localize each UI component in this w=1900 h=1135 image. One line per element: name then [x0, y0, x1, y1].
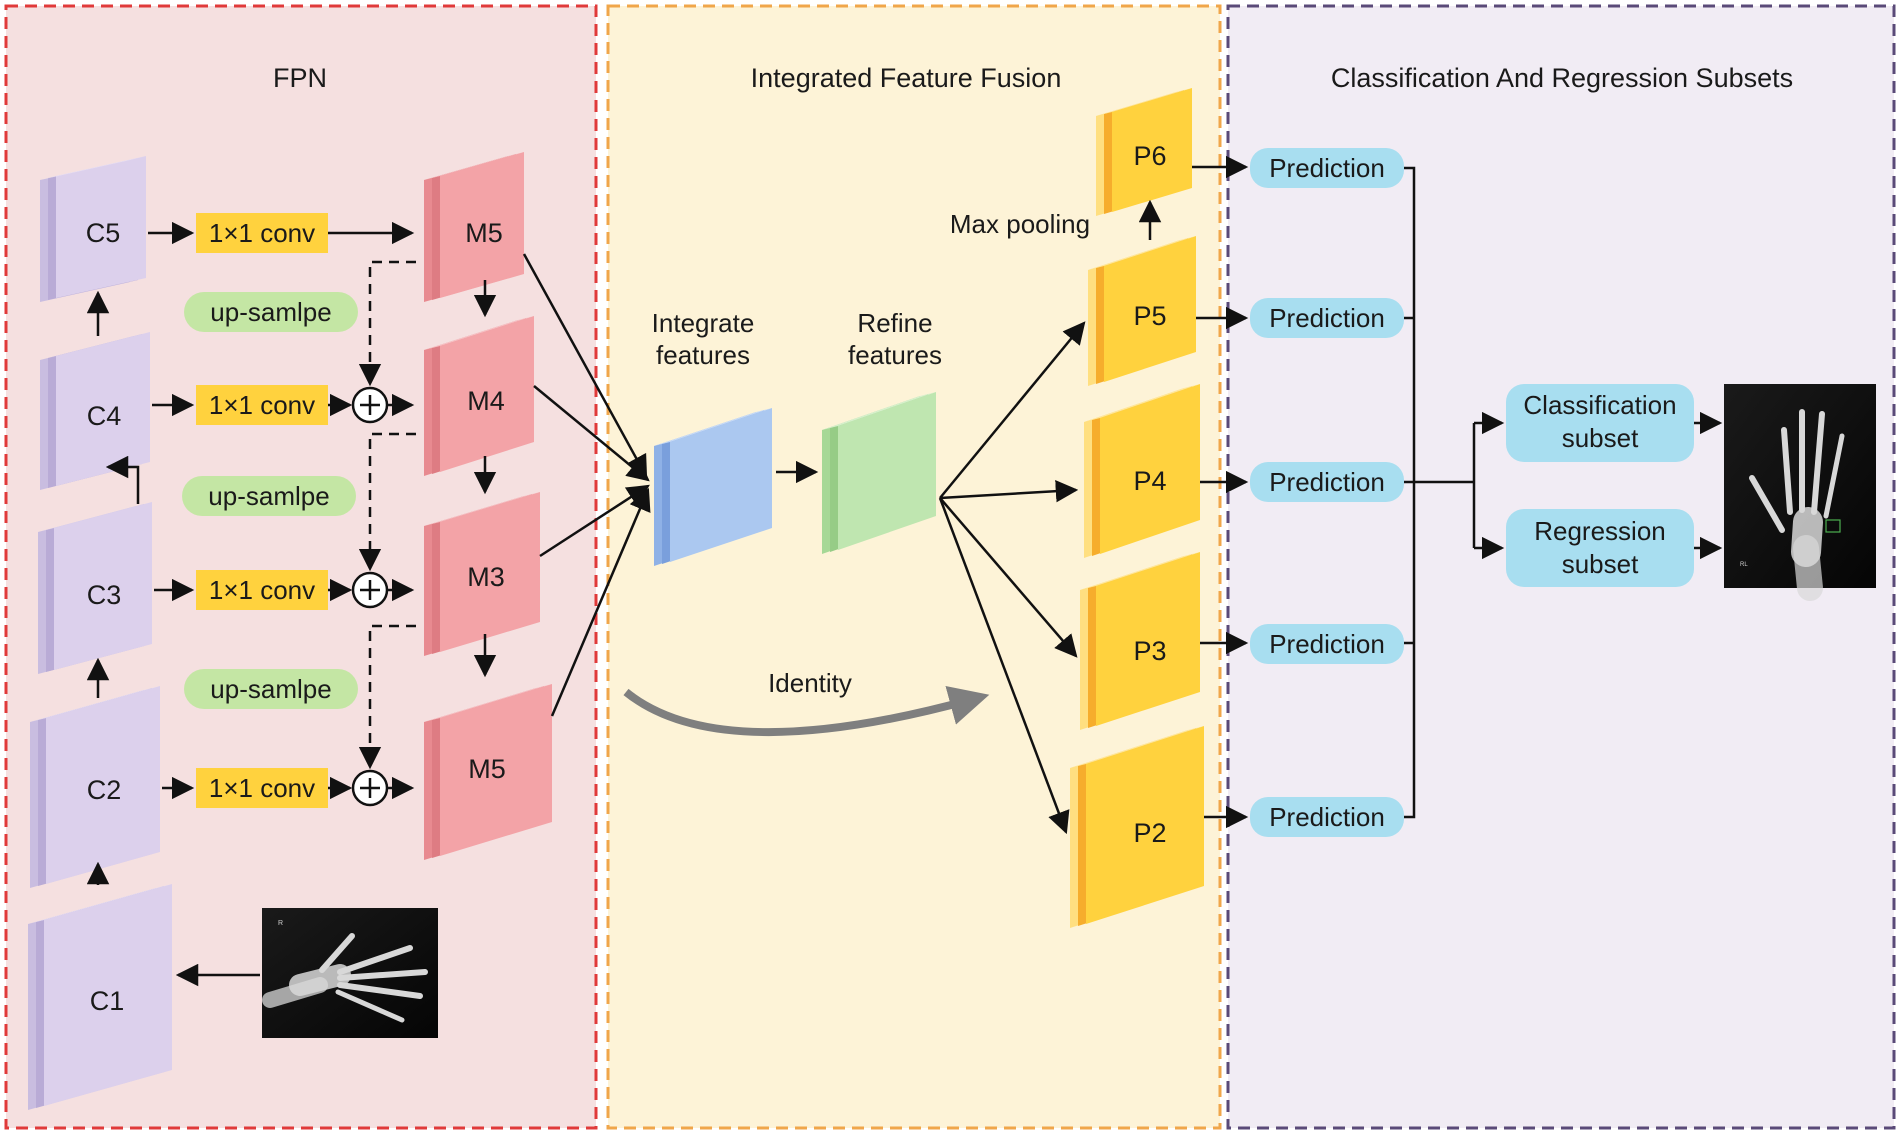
- pyramid-block-p4: P4: [1084, 384, 1200, 558]
- refine-features-block: [822, 392, 936, 554]
- prediction-label-p4: Prediction: [1269, 467, 1385, 497]
- upsample-path-2: [358, 432, 416, 572]
- refine-label-line2: features: [848, 340, 942, 370]
- backbone-block-c4: C4: [40, 332, 150, 490]
- fusion-title: Integrated Feature Fusion: [751, 63, 1062, 93]
- prediction-label-p5: Prediction: [1269, 303, 1385, 333]
- upsample-pill-1: up-samlpe: [184, 292, 358, 332]
- p3-label: P3: [1133, 636, 1166, 666]
- upsample-pill-3: up-samlpe: [184, 669, 358, 709]
- upsample-pill-2: up-samlpe: [182, 476, 356, 516]
- integrate-label-line1: Integrate: [652, 308, 755, 338]
- input-hand-xray-image: R: [262, 908, 438, 1038]
- upsample-label-2: up-samlpe: [208, 481, 329, 511]
- merged-block-m5-bottom: M5: [424, 684, 552, 860]
- c1-label: C1: [90, 986, 125, 1016]
- pyramid-block-p5: P5: [1088, 236, 1196, 386]
- element-wise-sum-icon-3: [351, 769, 389, 807]
- upsample-label-1: up-samlpe: [210, 297, 331, 327]
- p4-label: P4: [1133, 466, 1166, 496]
- p2-label: P2: [1133, 818, 1166, 848]
- p6-label: P6: [1133, 141, 1166, 171]
- arrow-refine-p2: [938, 497, 1070, 835]
- prediction-merge-bracket: [1404, 166, 1476, 819]
- conv-label-3: 1×1 conv: [209, 575, 315, 605]
- output-hand-xray-image: RL: [1724, 384, 1876, 601]
- prediction-pill-p2: Prediction: [1250, 797, 1404, 837]
- pyramid-block-p3: P3: [1080, 552, 1200, 730]
- prediction-label-p2: Prediction: [1269, 802, 1385, 832]
- conv-label-2: 1×1 conv: [209, 390, 315, 420]
- p5-label: P5: [1133, 301, 1166, 331]
- prediction-label-p6: Prediction: [1269, 153, 1385, 183]
- arrow-m4-integrate: [533, 385, 650, 482]
- merged-block-m3: M3: [424, 492, 540, 656]
- c3-label: C3: [87, 580, 122, 610]
- prediction-label-p3: Prediction: [1269, 629, 1385, 659]
- backbone-block-c5: C5: [40, 156, 146, 302]
- backbone-block-c1: C1: [28, 884, 172, 1110]
- prediction-pill-p6: Prediction: [1250, 148, 1404, 188]
- arrow-c3-c4: [105, 455, 140, 504]
- m5-top-label: M5: [465, 218, 503, 248]
- fpn-title: FPN: [273, 63, 327, 93]
- m3-label: M3: [467, 562, 505, 592]
- prediction-pill-p4: Prediction: [1250, 462, 1404, 502]
- conv-box-2: 1×1 conv: [196, 385, 328, 425]
- pyramid-block-p6: P6: [1096, 88, 1192, 216]
- upsample-path-3: [358, 624, 416, 770]
- svg-text:R: R: [278, 920, 283, 927]
- regression-label-line2: subset: [1562, 549, 1639, 579]
- arrow-refine-p5: [939, 321, 1086, 499]
- m5-bottom-label: M5: [468, 754, 506, 784]
- regression-subset-pill: Regression subset: [1506, 509, 1694, 587]
- conv-label-1: 1×1 conv: [209, 218, 315, 248]
- conv-box-4: 1×1 conv: [196, 768, 328, 808]
- arrow-m5b-integrate: [550, 487, 651, 717]
- refine-label-line1: Refine: [857, 308, 932, 338]
- element-wise-sum-icon-1: [351, 386, 389, 424]
- svg-text:RL: RL: [1740, 562, 1748, 568]
- identity-label: Identity: [768, 668, 852, 698]
- backbone-block-c2: C2: [30, 686, 160, 888]
- conv-box-1: 1×1 conv: [196, 213, 328, 253]
- subset-title: Classification And Regression Subsets: [1331, 63, 1793, 93]
- merged-block-m4: M4: [424, 316, 534, 476]
- regression-label-line1: Regression: [1534, 516, 1666, 546]
- upsample-path-1: [358, 260, 416, 387]
- arrow-refine-p4: [939, 479, 1079, 503]
- element-wise-sum-icon-2: [351, 571, 389, 609]
- c2-label: C2: [87, 775, 122, 805]
- classification-subset-pill: Classification subset: [1506, 384, 1694, 462]
- identity-arrow: [623, 685, 990, 737]
- arrow-m5-integrate: [522, 253, 648, 478]
- classification-label-line1: Classification: [1523, 390, 1676, 420]
- upsample-label-3: up-samlpe: [210, 674, 331, 704]
- integrate-label-line2: features: [656, 340, 750, 370]
- merged-block-m5-top: M5: [424, 152, 524, 302]
- max-pooling-label: Max pooling: [950, 209, 1090, 239]
- prediction-pill-p3: Prediction: [1250, 624, 1404, 664]
- integrate-features-block: [654, 408, 772, 566]
- m4-label: M4: [467, 386, 505, 416]
- c4-label: C4: [87, 401, 122, 431]
- conv-box-3: 1×1 conv: [196, 570, 328, 610]
- c5-label: C5: [86, 218, 121, 248]
- classification-label-line2: subset: [1562, 423, 1639, 453]
- arrow-refine-p3: [939, 497, 1078, 658]
- prediction-pill-p5: Prediction: [1250, 298, 1404, 338]
- pyramid-block-p2: P2: [1070, 726, 1204, 928]
- backbone-block-c3: C3: [38, 502, 152, 674]
- conv-label-4: 1×1 conv: [209, 773, 315, 803]
